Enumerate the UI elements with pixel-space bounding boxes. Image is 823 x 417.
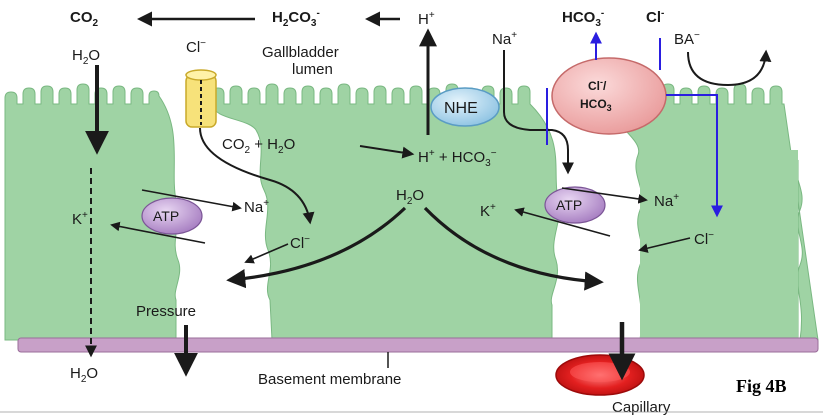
arrow-cl-right [638,237,691,253]
blue-cl-down [666,94,723,218]
label-hco3-top: HCO3- [562,8,604,29]
arrow-co2-reaction [359,145,415,159]
label-reaction-right: H+ + HCO3− [418,148,497,169]
label-h2co3-top: H2CO3- [272,8,320,29]
cl-channel-icon [185,69,217,128]
label-lumen-1: Gallbladder [262,44,339,61]
label-ba: BA− [674,30,700,48]
arrow-h2o-center-left [226,206,407,289]
label-cl-top: Cl- [646,8,664,26]
atp-pump-left [141,197,203,235]
capillary-icon [555,354,645,396]
label-h2o-center: H2O [396,187,424,207]
label-capillary: Capillary [612,399,671,416]
label-co2-top: CO2 [70,9,99,29]
label-k-right: K+ [480,202,496,220]
label-cl-right: Cl− [694,230,714,248]
label-exchanger-1: Cl-/ [588,77,607,93]
label-na-top: Na+ [492,30,517,48]
label-exchanger-2: HCO3 [580,97,612,113]
label-na-right: Na+ [654,192,679,210]
label-cl-left: Cl− [290,234,310,252]
label-h-plus-top: H+ [418,10,435,28]
label-basement: Basement membrane [258,371,401,388]
cl-hco3-exchanger [551,57,667,135]
arrow-k-left [110,221,206,244]
cell-right-inner [640,150,798,340]
label-k-left: K+ [72,210,88,228]
cell-center [211,83,560,341]
label-pressure: Pressure [136,303,196,320]
arrow-h2o-center-right [423,206,604,291]
label-atp-left: ATP [153,208,179,224]
epithelial-cells [4,83,819,341]
arrow-na-left [141,189,242,212]
arrow-na-into-cell [503,50,574,175]
label-atp-right: ATP [556,197,582,213]
atp-pump-right [544,186,606,224]
blue-arrows [546,31,723,218]
arrows [85,11,772,381]
label-h2o-left: H2O [72,47,100,67]
arrow-k-right [514,207,611,237]
arrow-cl-channel-curve [199,127,315,225]
arrow-na-right [561,187,648,204]
label-nhe: NHE [444,100,478,117]
basement-membrane [17,337,819,353]
fig-caption: Fig 4B [736,376,787,396]
label-na-left: Na+ [244,198,269,216]
label-lumen-2: lumen [292,61,333,78]
arrow-cl-left [244,243,289,264]
label-h2o-bottom: H2O [70,365,98,385]
arrow-ba-curve [687,49,772,87]
label-reaction-left: CO2 + H2O [222,136,295,156]
label-cl-channel: Cl− [186,38,206,56]
nhe-transporter [430,87,500,127]
